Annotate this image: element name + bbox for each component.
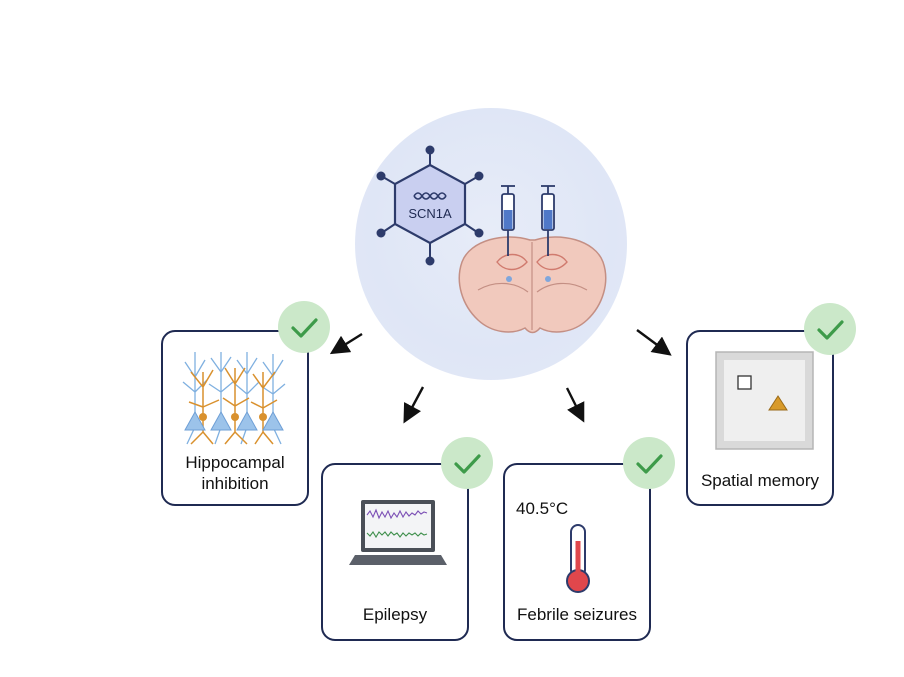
temperature-text: 40.5°C bbox=[516, 499, 569, 518]
laptop-icon bbox=[349, 500, 447, 565]
panel-febrile: 40.5°C Febrile seizures bbox=[503, 463, 651, 641]
hippocampal-label-1: Hippocampal bbox=[185, 453, 285, 472]
neuron-icon bbox=[182, 352, 286, 445]
thermometer-icon bbox=[566, 524, 590, 593]
check-badge-spatial bbox=[804, 303, 856, 355]
check-badge-epilepsy bbox=[441, 437, 493, 489]
hippocampal-label-2: inhibition bbox=[201, 474, 269, 493]
arena-icon bbox=[715, 351, 814, 450]
check-icon bbox=[636, 454, 663, 474]
check-icon bbox=[817, 320, 844, 340]
check-icon bbox=[291, 318, 318, 338]
gene-label: SCN1A bbox=[408, 206, 452, 221]
check-badge-febrile bbox=[623, 437, 675, 489]
epilepsy-label: Epilepsy bbox=[362, 605, 428, 624]
check-badge-hippocampal bbox=[278, 301, 330, 353]
panel-hippocampal: Hippocampal inhibition bbox=[161, 330, 309, 506]
panel-spatial: Spatial memory bbox=[686, 330, 834, 506]
spatial-label: Spatial memory bbox=[700, 471, 820, 490]
febrile-label: Febrile seizures bbox=[517, 605, 637, 624]
check-icon bbox=[454, 454, 481, 474]
panel-epilepsy: Epilepsy bbox=[321, 463, 469, 641]
